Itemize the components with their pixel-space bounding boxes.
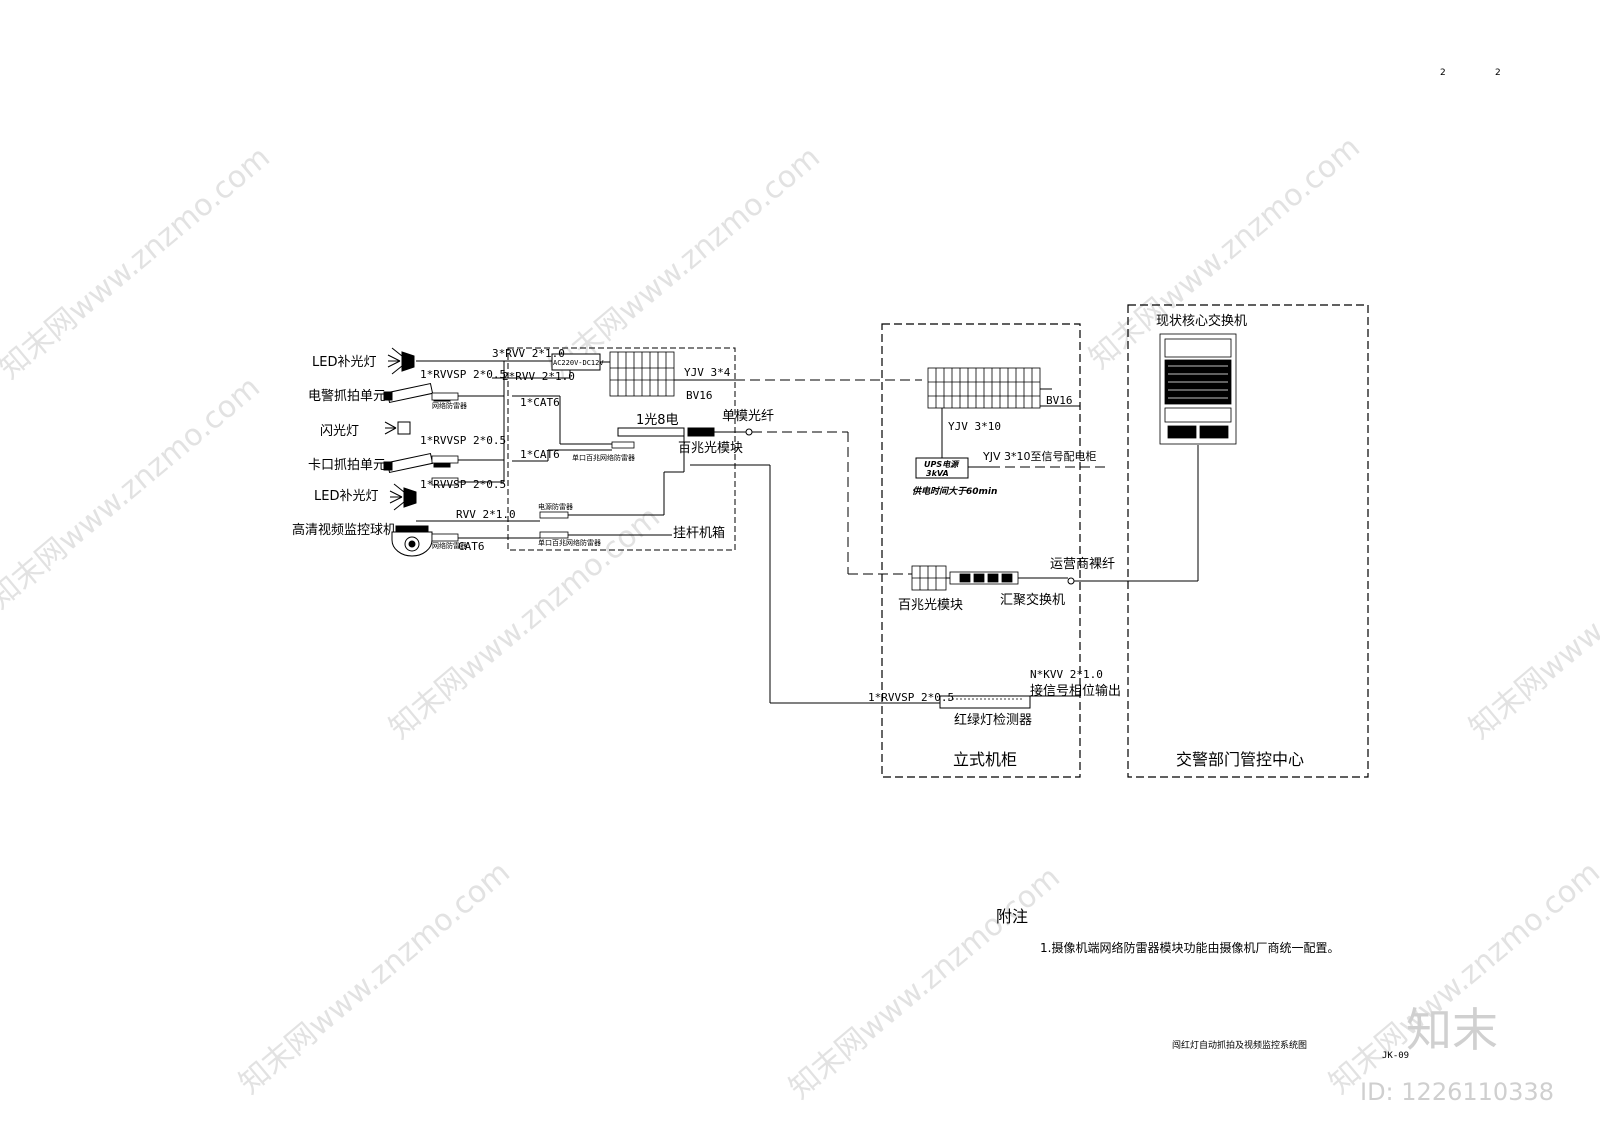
cable-label: 1*RVVSP 2*0.5 [420,434,506,447]
cable-label: YJV 3*10至信号配电柜 [982,450,1096,463]
cable-label: N*KVV 2*1.0 [1030,668,1103,681]
cabinet-fiber-module-label: 百兆光模块 [898,598,963,613]
standing-cabinet-label: 立式机柜 [953,750,1017,769]
ups-power-unit [915,457,969,479]
single-mode-fiber-label: 单模光纤 [722,409,774,424]
aggregation-switch-label: 汇聚交换机 [1000,592,1065,608]
cable-label: CAT6 [458,540,485,553]
fiber-switch-1g8e [617,427,685,437]
lamp-icon [387,347,415,375]
standing-cabinet [881,323,1081,778]
ups-capacity: 3kVA [926,469,949,478]
cable-label: BV16 [1046,394,1073,407]
cable-label: 1*RVVSP 2*0.5 [868,691,954,704]
watermark-text: 知末网www.znzmo.com [783,860,1067,1106]
dashed-links [735,379,1105,575]
ups-note: 供电时间大于60min [912,486,997,497]
surge-protector-label: 网络防雷器 [432,541,467,550]
flash-light-label: 闪光灯 [320,424,359,439]
fiber-module [687,427,715,437]
breaker-block [927,367,1041,409]
asset-id: ID: 1226110338 [1360,1078,1554,1106]
cable-label: 1*CAT6 [520,448,560,461]
led-fill-light-label: LED补光灯 [314,489,378,504]
cable-label: 1*CAT6 [520,396,560,409]
drawing-number: JK-09 [1382,1051,1409,1061]
carrier-fiber-label: 运营商裸纤 [1050,557,1115,572]
core-switch-rack [1159,333,1237,445]
lamp-icon [389,483,417,511]
camera-icon [383,452,451,474]
surge-protector-label: 单口百兆网络防雷器 [572,453,635,462]
brand-logo: 知末 [1406,1003,1498,1057]
checkpoint-capture-unit-label: 卡口抓拍单元 [308,458,386,473]
traffic-light-detector [939,695,1031,709]
fiber-module-label: 百兆光模块 [678,441,743,456]
cable-label: 1*RVVSP 2*0.5 [420,368,506,381]
watermark-text: 知末网www.znzmo.com [1323,855,1600,1101]
watermark-layer: 知末网www.znzmo.com 知末网www.znzmo.com 知末网www… [0,130,1600,1106]
watermark-text: 知末网www.znzmo.com [233,855,517,1101]
fiber-joint-icon [1067,577,1075,585]
breaker-block [609,351,675,397]
dome-camera-icon [391,525,433,557]
switch-1g8e-label: 1光8电 [636,413,679,428]
surge-protector-label: 网络防雷器 [432,401,467,410]
flash-icon [384,421,411,435]
led-fill-light-label: LED补光灯 [312,355,376,370]
watermark-text: 知末网www.znzmo.com [1463,500,1600,746]
police-capture-unit-label: 电警抓拍单元 [308,388,386,404]
hd-dome-camera-label: 高清视频监控球机 [292,522,396,538]
detector-label: 红绿灯检测器 [954,712,1032,728]
cable-label: 2*RVV 2*1.0 [502,370,575,383]
converter-label: AC220V-DC12V [553,359,604,367]
pole-box-label: 挂杆机箱 [673,525,725,541]
signal-phase-output-label: 接信号相位输出 [1030,683,1121,699]
page-number: 2 [1440,68,1446,78]
notes-item: 1.摄像机端网络防雷器模块功能由摄像机厂商统一配置。 [1040,940,1339,955]
pole-box [507,347,736,551]
watermark-text: 知末网www.znzmo.com [0,140,277,386]
surge-protector-label: 单口百兆网络防雷器 [538,538,601,547]
surge-protector-label: 电源防雷器 [538,502,573,511]
cable-label: RVV 2*1.0 [456,508,516,521]
cable-label: BV16 [686,389,713,402]
cable-label: 3*RVV 2*1.0 [492,347,565,360]
surge-protector-small [431,392,459,542]
aggregation-switch [949,571,1019,585]
cable-label: YJV 3*4 [684,366,731,379]
notes-heading: 附注 [996,907,1028,926]
control-center [1127,304,1369,778]
cabinet-wiring [941,388,1080,458]
ups-name: UPS电源 [924,460,960,469]
drawing-title: 闯红灯自动抓拍及视频监控系统图 [1172,1039,1307,1051]
watermark-text: 知末网www.znzmo.com [543,140,827,386]
fiber-module-rack [911,565,947,591]
control-center-label: 交警部门管控中心 [1176,750,1304,769]
core-switch-label: 现状核心交换机 [1156,313,1247,329]
cable-lines [416,360,771,703]
page-number: 2 [1495,68,1501,78]
watermark-text: 知末网www.znzmo.com [0,370,267,616]
cable-label: 1*RVVSP 2*0.5 [420,478,506,491]
fiber-joint-icon [745,428,753,436]
device-labels: LED补光灯 电警抓拍单元 闪光灯 卡口抓拍单元 LED补光灯 高清视频监控球机 [292,355,396,538]
cable-label: YJV 3*10 [948,420,1001,433]
